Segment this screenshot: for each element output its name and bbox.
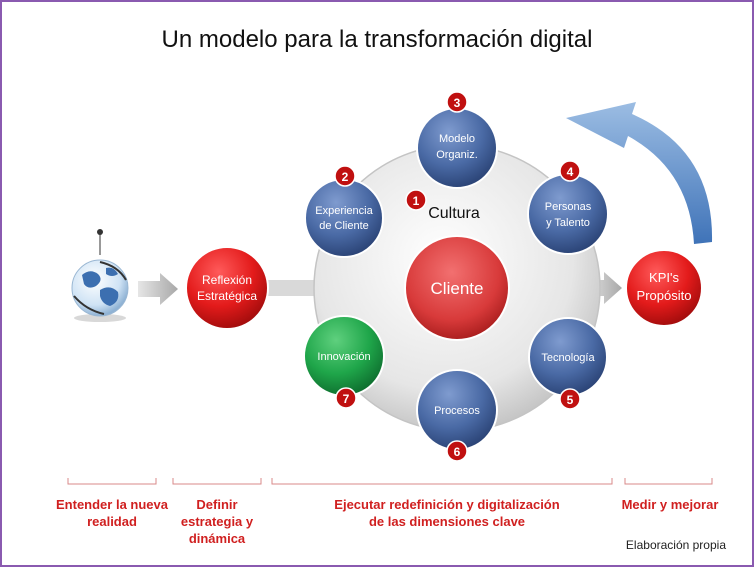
badge-2-number: 2 — [342, 170, 349, 184]
satellite-tecnologia-label-1: Tecnología — [541, 352, 595, 364]
stage-entender-line2: realidad — [87, 514, 137, 529]
stage-ejecutar-line2: de las dimensiones clave — [368, 514, 526, 529]
reflexion-node: Reflexión Estratégica — [185, 246, 269, 330]
client-node — [404, 235, 510, 341]
satellite-personas: Personas y Talento 4 — [527, 160, 609, 255]
stage-definir-line2: estrategia y — [180, 514, 254, 529]
stage-entender-line1: Entender la nueva — [56, 497, 168, 512]
stage-ejecutar-line1: Ejecutar redefinición y digitalización — [334, 497, 560, 512]
badge-6-number: 6 — [454, 445, 461, 459]
satellite-innovacion-label-1: Innovación — [317, 351, 370, 363]
satellite-modelo-label-1: Modelo — [439, 133, 475, 145]
stage-medir-line1: Medir y mejorar — [621, 497, 719, 512]
kpi-label-2: Propósito — [637, 288, 692, 303]
satellite-modelo: Modelo Organiz. 3 — [416, 91, 498, 189]
badge-4-number: 4 — [567, 165, 574, 179]
page-title: Un modelo para la transformación digital — [161, 26, 593, 53]
stage-ejecutar: Ejecutar redefinición y digitalización d… — [312, 496, 582, 530]
satellite-experiencia: Experiencia de Cliente 2 — [304, 165, 384, 258]
bracket-medir — [624, 478, 713, 485]
satellite-experiencia-label-1: Experiencia — [315, 205, 373, 217]
stage-brackets — [67, 478, 713, 485]
satellite-tecnologia: Tecnología 5 — [528, 317, 608, 410]
stage-definir: Definir estrategia y dinámica — [167, 496, 267, 547]
satellite-experiencia-label-2: de Cliente — [319, 220, 369, 232]
bracket-entender — [67, 478, 157, 485]
kpi-node: KPI's Propósito — [625, 249, 703, 327]
credit-note: Elaboración propia — [625, 538, 726, 552]
stage-definir-line1: Definir — [196, 497, 238, 512]
reflexion-label-2: Estratégica — [197, 289, 257, 303]
satellite-personas-label-2: y Talento — [546, 217, 590, 229]
satellite-procesos-label-1: Procesos — [434, 405, 480, 417]
kpi-label-1: KPI's — [649, 270, 679, 285]
satellite-innovacion: Innovación 7 — [303, 315, 385, 409]
stage-definir-line3: dinámica — [188, 531, 246, 546]
badge-3-number: 3 — [454, 96, 461, 110]
satellite-modelo-label-2: Organiz. — [436, 149, 478, 161]
stage-entender: Entender la nueva realidad — [50, 496, 174, 530]
feedback-curve-arrow — [566, 102, 713, 244]
culture-label: Cultura — [428, 205, 480, 222]
badge-1 — [405, 189, 427, 211]
bracket-ejecutar — [271, 478, 613, 485]
globe-icon — [71, 229, 129, 322]
stage-medir: Medir y mejorar — [616, 496, 724, 513]
satellite-procesos: Procesos 6 — [416, 369, 498, 462]
badge-1-number: 1 — [413, 194, 420, 208]
bracket-definir — [172, 478, 262, 485]
badge-7-number: 7 — [343, 392, 350, 406]
badge-5-number: 5 — [567, 393, 574, 407]
reflexion-label-1: Reflexión — [202, 273, 252, 287]
satellite-personas-label-1: Personas — [545, 201, 592, 213]
arrow-globe-to-reflexion — [138, 273, 178, 305]
client-label: Cliente — [431, 279, 484, 298]
